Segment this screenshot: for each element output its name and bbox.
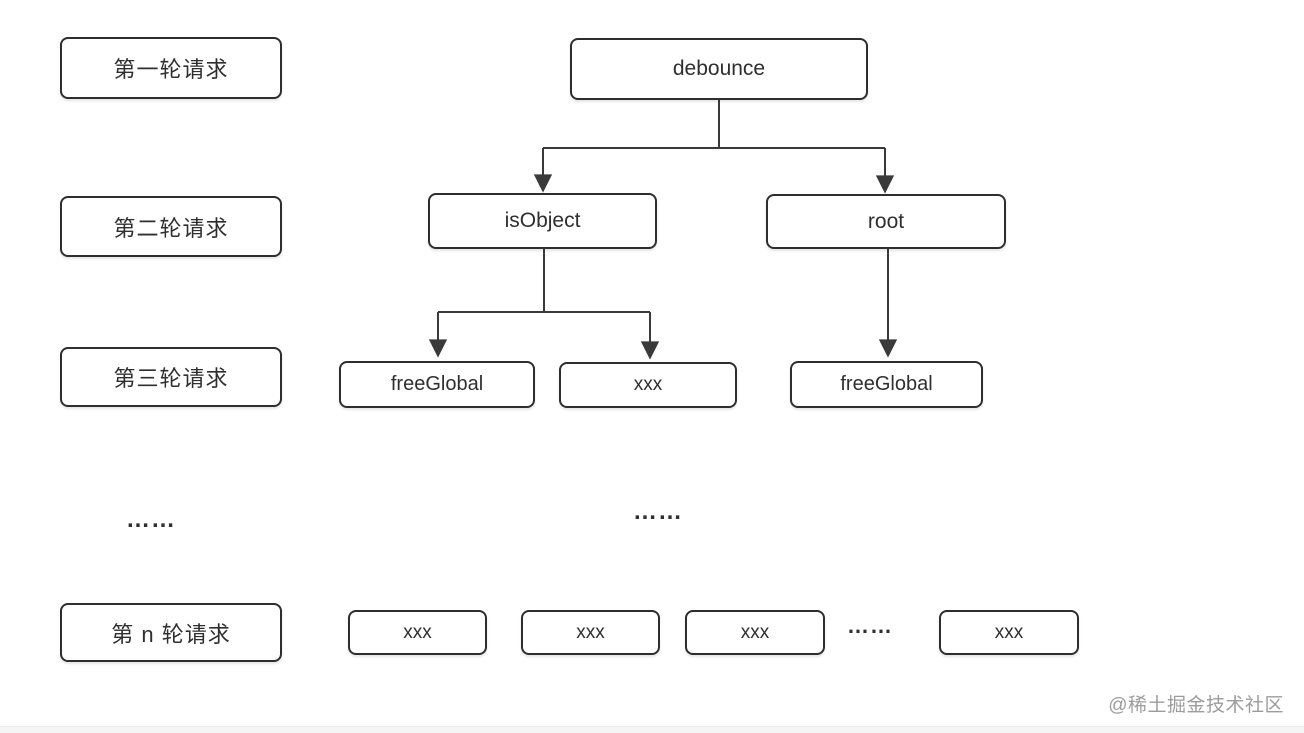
node-freeglobal-left: freeGlobal <box>339 361 535 408</box>
node-debounce: debounce <box>570 38 868 100</box>
label-round-2: 第二轮请求 <box>60 196 282 257</box>
label-round-n-text: 第 n 轮请求 <box>111 621 231 647</box>
node-bottom-xxx-1: xxx <box>348 610 487 655</box>
node-bottom-xxx-4-text: xxx <box>994 621 1024 643</box>
node-bottom-xxx-3: xxx <box>685 610 825 655</box>
ellipsis-left-column: …… <box>126 506 176 533</box>
label-round-1-text: 第一轮请求 <box>113 57 229 82</box>
ellipsis-tree-column: …… <box>633 498 683 525</box>
node-bottom-xxx-3-text: xxx <box>740 621 770 643</box>
node-bottom-xxx-1-text: xxx <box>403 621 432 643</box>
node-bottom-xxx-4: xxx <box>939 610 1079 655</box>
node-freeglobal-left-text: freeGlobal <box>390 373 484 395</box>
node-freeglobal-right: freeGlobal <box>790 361 983 408</box>
node-isobject: isObject <box>428 193 657 249</box>
label-round-2-text: 第二轮请求 <box>113 215 229 241</box>
label-round-1: 第一轮请求 <box>60 37 282 99</box>
node-root: root <box>766 194 1006 249</box>
juejin-watermark: @稀土掘金技术社区 <box>1108 695 1284 716</box>
ellipsis-bottom-row: …… <box>847 613 893 638</box>
bottom-divider-strip <box>0 726 1304 733</box>
node-debounce-text: debounce <box>672 57 766 80</box>
label-round-n: 第 n 轮请求 <box>60 603 282 662</box>
node-bottom-xxx-2: xxx <box>521 610 660 655</box>
node-xxx-mid: xxx <box>559 362 737 408</box>
node-freeglobal-right-text: freeGlobal <box>840 373 933 395</box>
node-root-text: root <box>867 209 905 233</box>
label-round-3: 第三轮请求 <box>60 347 282 407</box>
node-xxx-mid-text: xxx <box>633 374 663 395</box>
node-isobject-text: isObject <box>504 209 581 232</box>
node-bottom-xxx-2-text: xxx <box>576 621 605 643</box>
label-round-3-text: 第三轮请求 <box>113 366 229 391</box>
